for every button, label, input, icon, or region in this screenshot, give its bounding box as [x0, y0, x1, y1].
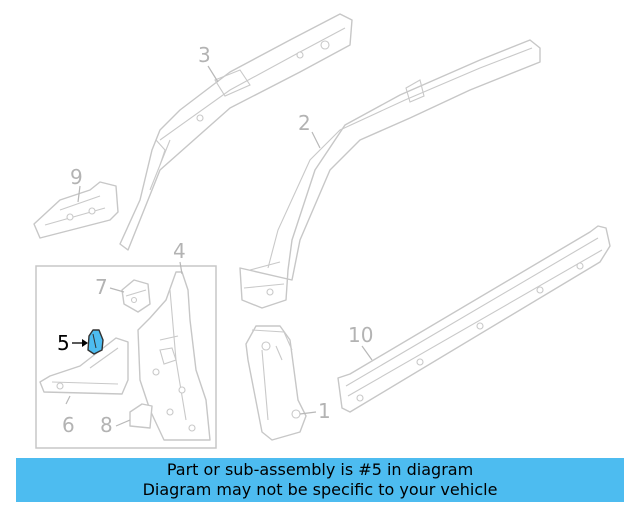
inset-frame	[35, 265, 217, 449]
callout-7: 7	[95, 275, 108, 299]
banner-line-1: Part or sub-assembly is #5 in diagram	[166, 460, 474, 479]
part-4-b-pillar	[137, 271, 211, 441]
banner-line-2: Diagram may not be specific to your vehi…	[142, 480, 498, 499]
callout-5: 5	[57, 331, 70, 355]
leader-lines	[65, 65, 373, 427]
callout-8: 8	[100, 413, 113, 437]
part-3-roof-rail	[119, 13, 353, 251]
callout-2: 2	[298, 111, 311, 135]
callout-6: 6	[62, 413, 75, 437]
part-5-highlighted[interactable]	[87, 329, 104, 355]
part-6-bracket	[39, 337, 129, 395]
part-2-pillar	[239, 39, 541, 309]
part-1-bracket	[245, 325, 307, 441]
callout-10: 10	[348, 323, 373, 347]
callout-4: 4	[173, 239, 186, 263]
part-7-bracket	[121, 279, 151, 313]
part-9-bracket	[33, 181, 119, 239]
info-banner: Part or sub-assembly is #5 in diagram Di…	[16, 458, 624, 502]
arrow-5	[82, 339, 88, 347]
callout-1: 1	[318, 399, 331, 423]
part-8-plate	[129, 403, 153, 429]
callout-9: 9	[70, 165, 83, 189]
part-10-rocker	[337, 225, 611, 413]
callout-3: 3	[198, 43, 211, 67]
